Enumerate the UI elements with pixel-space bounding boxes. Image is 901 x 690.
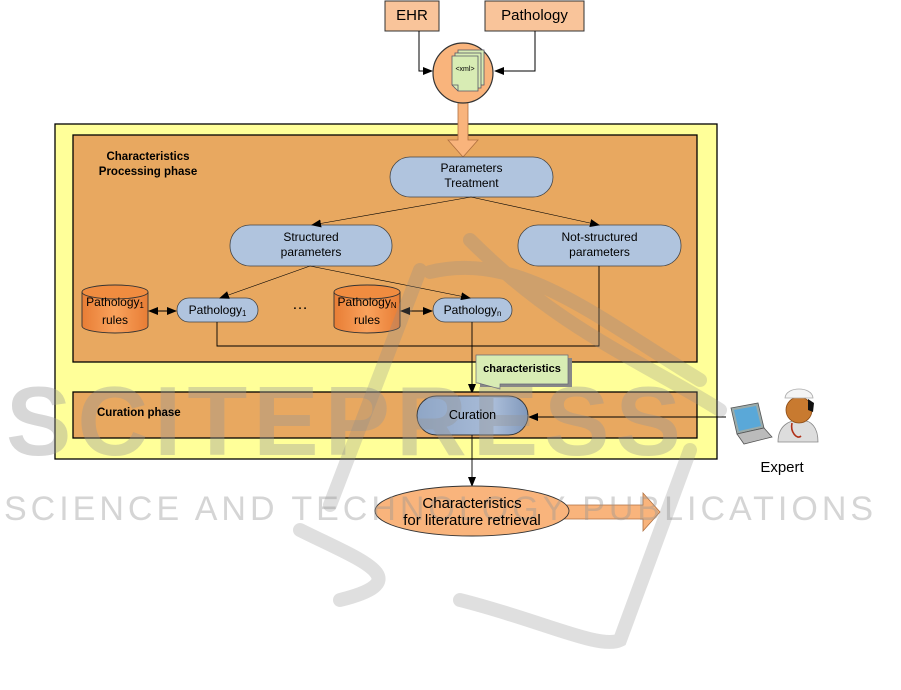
structured-to-pathology-n-edge (309, 265, 471, 301)
not-structured-parameters-node (517, 224, 682, 267)
pathology-to-xml-connector (494, 31, 536, 75)
pathology-n-node (432, 297, 513, 323)
parameters-treatment-node (389, 156, 554, 198)
characteristics-note (475, 354, 572, 390)
output-export-arrow (559, 491, 661, 533)
xml-document-icon (451, 49, 485, 92)
pathology-1-rules-database (81, 284, 149, 334)
treatment-to-not-structured-edge (470, 196, 600, 227)
pathology-1-node (176, 297, 259, 323)
curation-phase-box (72, 391, 698, 439)
curation-node[interactable] (416, 395, 529, 436)
expert-icon (730, 388, 819, 445)
pathology-n-rules-database (333, 284, 401, 334)
pathology-1-collector-line (216, 266, 600, 347)
output-characteristics-ellipse (374, 485, 570, 537)
structured-to-pathology-1-edge (219, 265, 311, 299)
xml-to-parameters-arrow (447, 100, 479, 158)
ehr-box (384, 0, 440, 32)
ehr-to-xml-connector (418, 31, 433, 75)
structured-parameters-node (229, 224, 393, 267)
treatment-to-structured-edge (311, 196, 472, 228)
pathology-input-box (484, 0, 585, 32)
